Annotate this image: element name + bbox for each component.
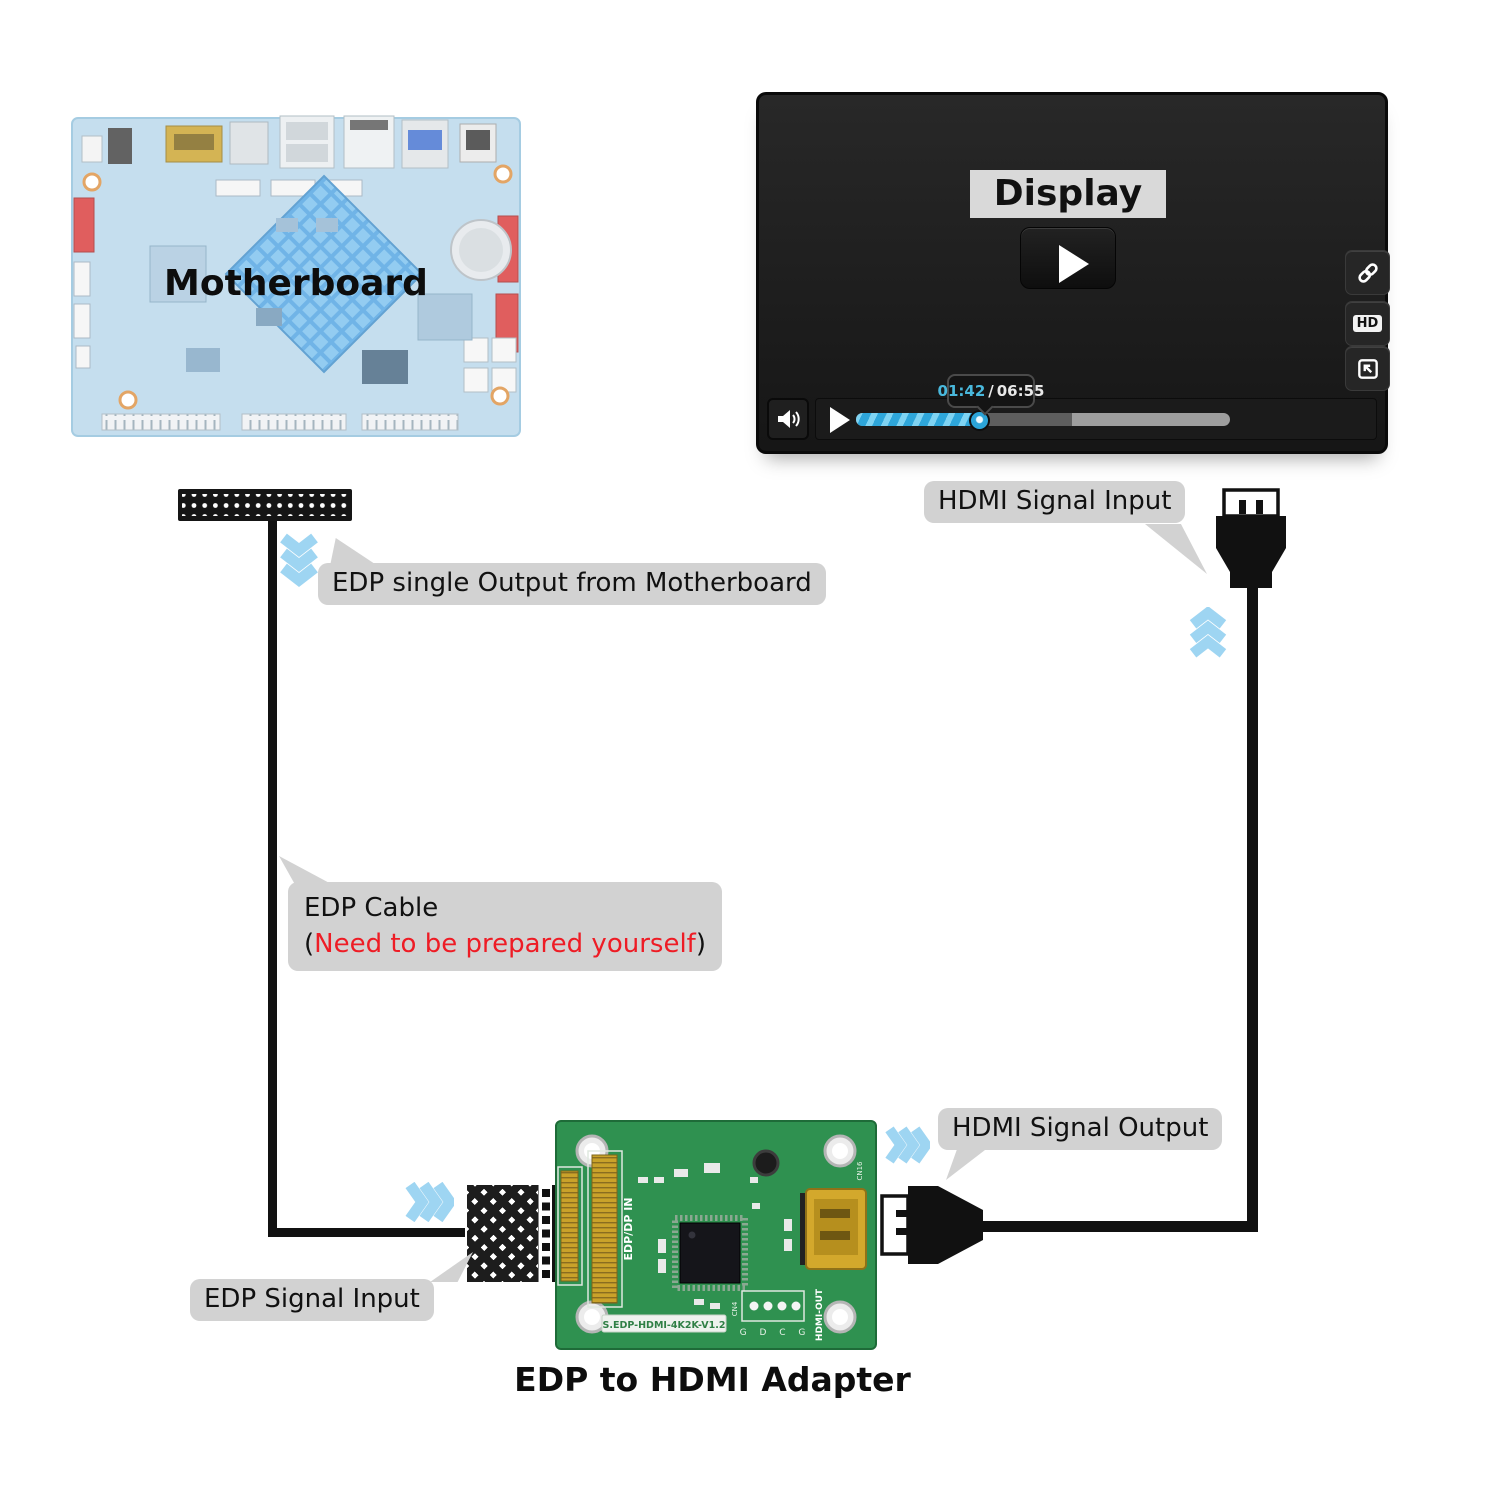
pin-silkscreen: G D C G	[740, 1328, 811, 1338]
mesh-pin-strip	[538, 1185, 552, 1282]
hdmi-out-silkscreen: HDMI-OUT	[815, 1288, 825, 1341]
callout-tail	[1145, 524, 1207, 574]
version-silkscreen: S.EDP-HDMI-4K2K-V1.2	[603, 1320, 726, 1331]
time-current: 01:42	[937, 382, 986, 400]
cn16-silkscreen: CN16	[856, 1161, 864, 1181]
chevron-down-icon	[280, 532, 318, 592]
control-bar	[815, 398, 1377, 440]
link-button[interactable]	[1345, 250, 1390, 295]
edp-cable-horizontal	[268, 1228, 465, 1237]
edp-in-silkscreen: EDP/DP IN	[622, 1197, 635, 1260]
display-player: Display HD	[756, 92, 1390, 454]
callout-edp-signal-input: EDP Signal Input	[190, 1279, 434, 1321]
hdmi-cable-vertical	[1247, 586, 1258, 1232]
play-icon-small[interactable]	[830, 407, 850, 433]
chevron-right-icon	[404, 1181, 457, 1226]
time-separator: /	[988, 382, 994, 400]
edp-board-connector	[178, 489, 352, 525]
time-total: 06:55	[996, 382, 1045, 400]
edp-cable-note: (Need to be prepared yourself)	[304, 929, 706, 960]
play-button[interactable]	[1020, 227, 1116, 289]
fullscreen-icon	[1357, 358, 1378, 379]
edp-cable-vertical	[268, 520, 277, 1230]
time-tooltip: 01:42 / 06:55	[938, 374, 1045, 416]
play-icon	[1059, 245, 1089, 283]
hdmi-plug-adapter	[878, 1182, 988, 1272]
hd-icon: HD	[1352, 315, 1383, 332]
cn4-silkscreen: CN4	[731, 1301, 739, 1316]
link-icon	[1357, 262, 1378, 283]
motherboard-illustration	[71, 115, 521, 437]
motherboard-label: Motherboard	[164, 263, 428, 304]
callout-hdmi-input: HDMI Signal Input	[924, 481, 1186, 523]
hdmi-cable-horizontal	[983, 1221, 1258, 1232]
edp-cable-title: EDP Cable	[304, 893, 439, 923]
mesh-sleeve	[467, 1185, 538, 1282]
adapter-caption: EDP to HDMI Adapter	[514, 1360, 911, 1399]
mesh-edge-bar	[552, 1185, 555, 1282]
callout-tail	[330, 538, 378, 566]
callout-edp-cable: EDP Cable (Need to be prepared yourself)	[288, 882, 722, 971]
fullscreen-button[interactable]	[1345, 346, 1390, 391]
edp-mesh-connector	[467, 1185, 555, 1282]
callout-tail	[430, 1252, 473, 1282]
hdmi-plug-display	[1212, 486, 1288, 594]
adapter-board: EDP/DP IN HDMI-OUT CN16	[554, 1119, 878, 1355]
chevron-up-icon	[1186, 606, 1230, 665]
display-label: Display	[970, 170, 1166, 218]
progress-played	[856, 413, 978, 426]
progress-bar[interactable]	[856, 410, 1230, 431]
volume-icon	[778, 410, 800, 428]
volume-button[interactable]	[767, 398, 809, 440]
chevron-right-icon	[884, 1125, 933, 1169]
callout-edp-output: EDP single Output from Motherboard	[318, 563, 826, 605]
hd-button[interactable]: HD	[1345, 301, 1390, 346]
callout-tail	[946, 1148, 988, 1180]
motherboard-photo: Motherboard	[66, 98, 526, 454]
callout-hdmi-signal-output: HDMI Signal Output	[938, 1108, 1223, 1150]
